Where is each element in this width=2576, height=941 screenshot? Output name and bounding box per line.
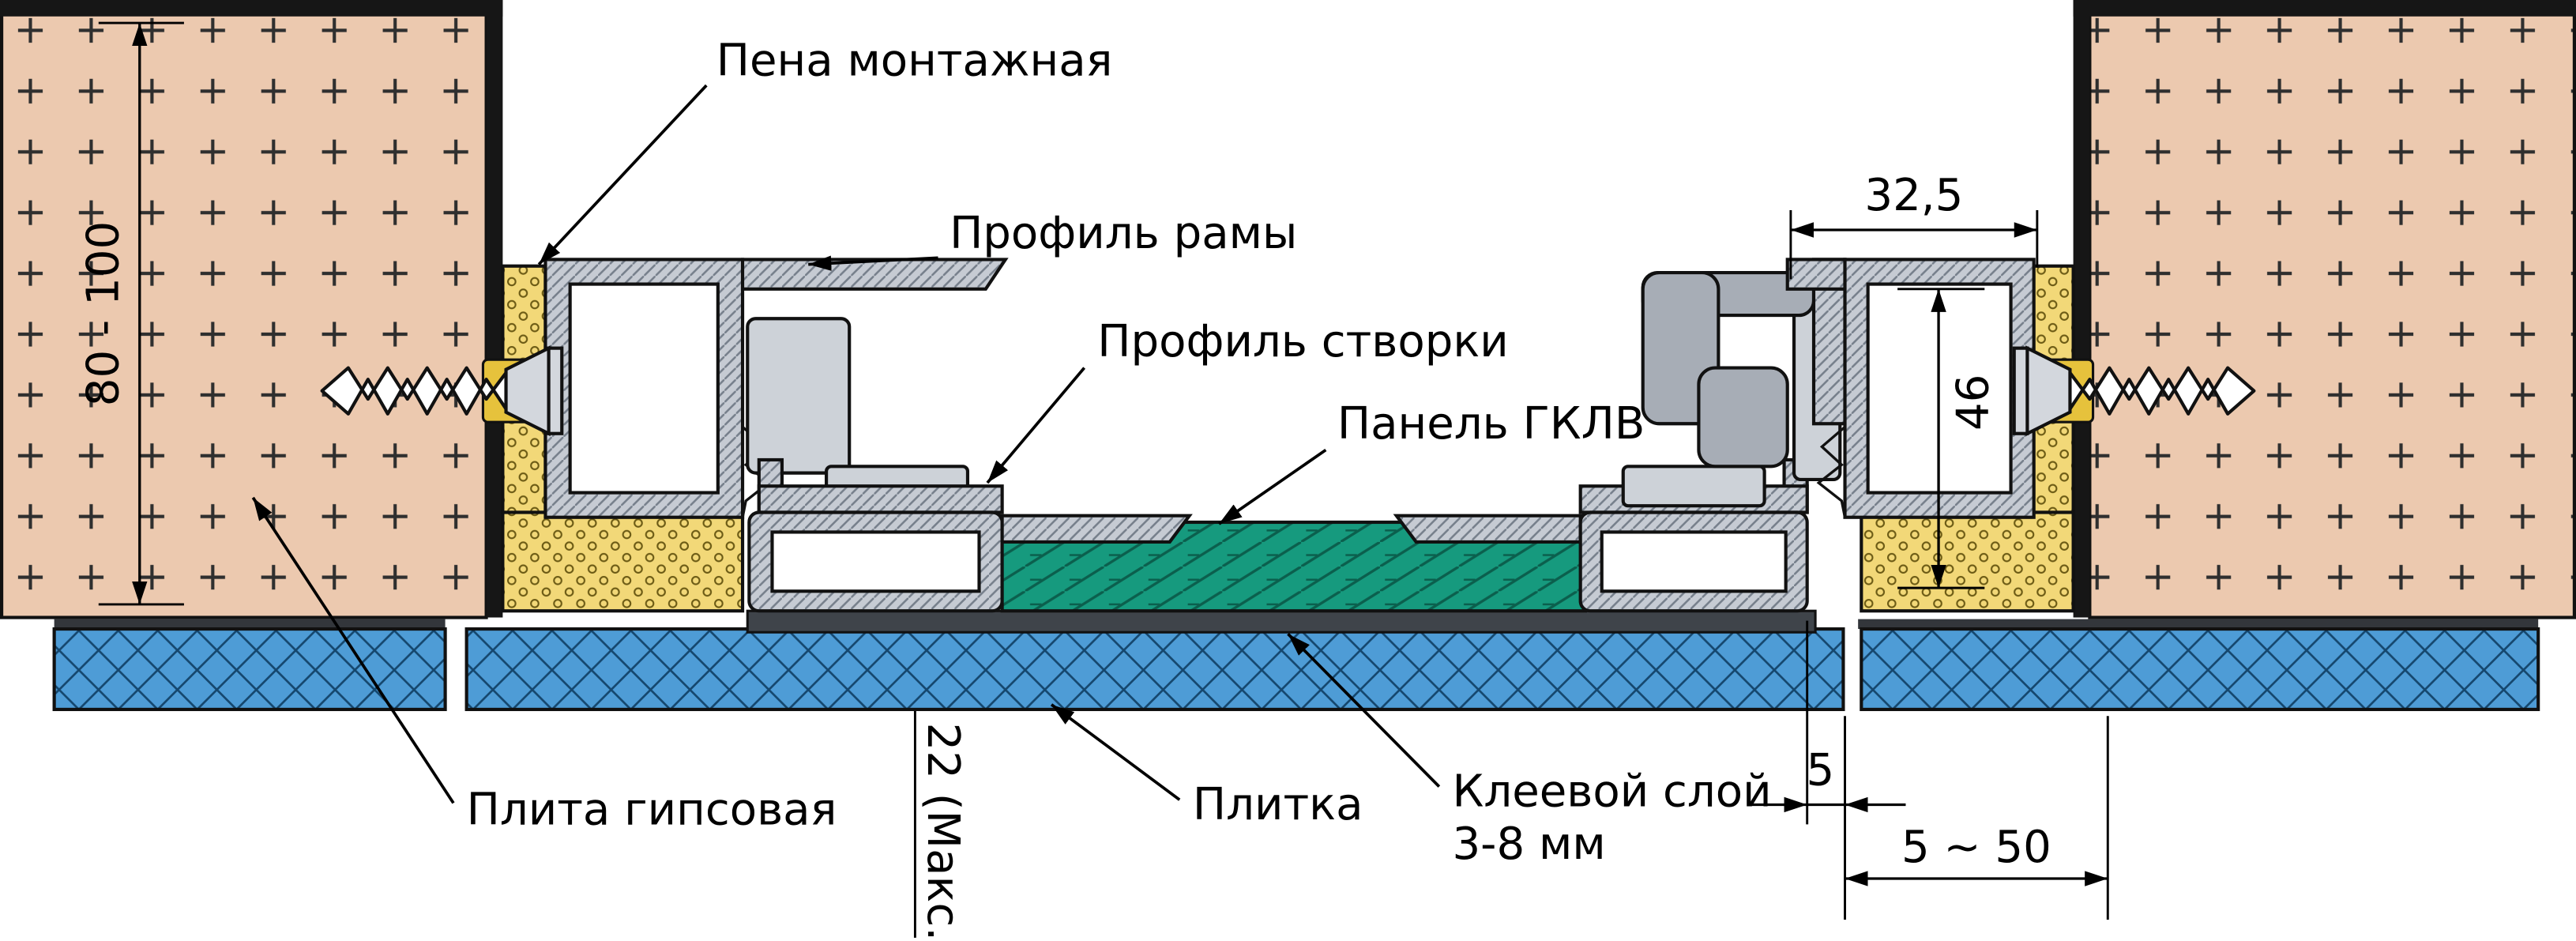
mounting-foam bbox=[501, 264, 2075, 613]
dim-wall-thickness: 80 - 100 bbox=[78, 21, 184, 606]
label-adhesive-line1: Клеевой слой bbox=[1452, 766, 1771, 818]
latch-mechanism bbox=[1641, 270, 1816, 469]
dim-tile-thickness: 22 (Макс.) bbox=[913, 711, 968, 941]
sash-flange-right bbox=[1393, 514, 1582, 544]
dim-gap: 5 bbox=[1747, 620, 1906, 920]
label-gklv-panel: Панель ГКЛВ bbox=[1337, 398, 1645, 450]
leader-lines bbox=[251, 84, 1441, 804]
label-adhesive-line2: 3-8 мм bbox=[1452, 819, 1605, 870]
frame-profile-left-shape bbox=[543, 258, 1009, 519]
adhesive-layer bbox=[746, 609, 1817, 634]
label-tile: Плитка bbox=[1193, 779, 1363, 830]
underwall-layer-right bbox=[1858, 619, 2539, 630]
screw-left bbox=[320, 345, 564, 437]
dim-text-tile-max: 22 (Макс.) bbox=[917, 723, 968, 941]
dim-frame-width: 32,5 bbox=[1789, 170, 2039, 280]
dim-range: 5 ~ 50 bbox=[1845, 716, 2109, 920]
dim-text-range: 5 ~ 50 bbox=[1901, 822, 2051, 873]
gypsum-wall-left bbox=[0, 0, 503, 619]
underwall-layer-left bbox=[54, 619, 446, 630]
dim-text-frame-height: 46 bbox=[1947, 375, 1999, 431]
label-mounting-foam: Пена монтажная bbox=[716, 36, 1113, 87]
gypsum-wall-right bbox=[2073, 0, 2576, 619]
dim-text-wall: 80 - 100 bbox=[78, 221, 130, 406]
label-gypsum-board: Плита гипсовая bbox=[467, 784, 837, 835]
label-sash-profile: Профиль створки bbox=[1097, 316, 1509, 367]
screw-right bbox=[2012, 345, 2256, 437]
dim-text-gap: 5 bbox=[1806, 745, 1834, 796]
sash-flange-left bbox=[1000, 514, 1193, 544]
sash-profile-left-shape bbox=[747, 457, 1004, 613]
label-frame-profile: Профиль рамы bbox=[950, 208, 1297, 259]
dim-frame-height: 46 bbox=[1897, 288, 1999, 589]
tile-layer bbox=[52, 627, 2540, 712]
dim-text-frame-width: 32,5 bbox=[1864, 170, 1963, 221]
